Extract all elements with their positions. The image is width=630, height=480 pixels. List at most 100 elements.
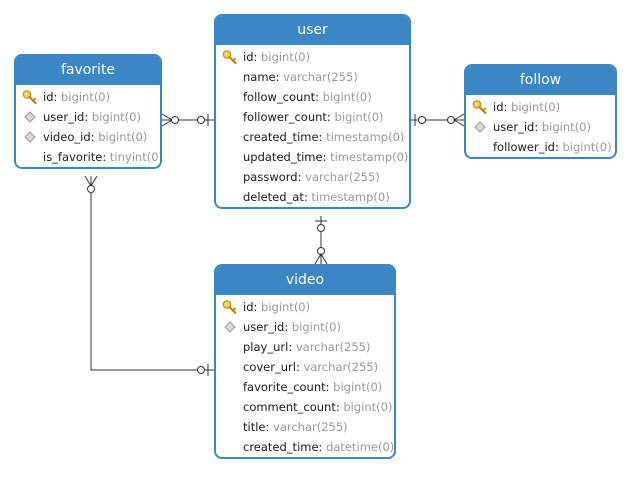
field-row[interactable]: id: bigint(0) (216, 47, 409, 67)
field-name: id (43, 90, 54, 104)
optional-circle (317, 224, 325, 232)
field-type: varchar(255) (283, 70, 358, 84)
field-type: bigint(0) (511, 100, 561, 114)
field-separator: : (284, 320, 292, 334)
field-separator: : (326, 110, 335, 124)
field-type: datetime(0) (326, 440, 395, 454)
field-row[interactable]: created_time: timestamp(0) (216, 127, 409, 147)
field-row[interactable]: user_id: bigint(0) (16, 107, 160, 127)
field-name: follower_id (493, 140, 555, 154)
field-name: comment_count (243, 400, 336, 414)
field-type: varchar(255) (273, 420, 348, 434)
entity-title: favorite (16, 56, 160, 85)
field-type: bigint(0) (61, 90, 111, 104)
field-row[interactable]: name: varchar(255) (216, 67, 409, 87)
field-type: tinyint(0) (109, 150, 162, 164)
field-name: deleted_at (243, 190, 304, 204)
field-type: bigint(0) (261, 50, 311, 64)
field-row[interactable]: video_id: bigint(0) (16, 127, 160, 147)
field-separator: : (288, 340, 296, 354)
field-separator: : (554, 140, 563, 154)
field-type: bigint(0) (541, 120, 591, 134)
field-separator: : (102, 150, 110, 164)
field-separator: : (318, 130, 327, 144)
field-row[interactable]: follower_id: bigint(0) (466, 137, 615, 157)
field-type: varchar(255) (303, 360, 379, 374)
field-separator: : (253, 300, 262, 314)
field-row[interactable]: is_favorite: tinyint(0) (16, 147, 160, 167)
foreign-key-icon (22, 109, 38, 125)
optional-circle (87, 185, 95, 193)
field-row[interactable]: user_id: bigint(0) (216, 317, 394, 337)
field-row[interactable]: deleted_at: timestamp(0) (216, 187, 409, 207)
field-row[interactable]: created_time: datetime(0) (216, 437, 394, 457)
field-type: bigint(0) (261, 300, 311, 314)
optional-circle (317, 247, 325, 255)
entity-fields: id: bigint(0)user_id: bigint(0)follower_… (466, 95, 615, 157)
field-row[interactable]: id: bigint(0) (466, 97, 615, 117)
field-separator: : (318, 440, 327, 454)
field-row[interactable]: title: varchar(255) (216, 417, 394, 437)
field-separator: : (303, 190, 312, 204)
field-row[interactable]: favorite_count: bigint(0) (216, 377, 394, 397)
field-separator: : (503, 100, 512, 114)
field-name: updated_time (243, 150, 323, 164)
field-name: name (243, 70, 276, 84)
field-row[interactable]: id: bigint(0) (16, 87, 160, 107)
field-type: varchar(255) (305, 170, 380, 184)
field-row[interactable]: user_id: bigint(0) (466, 117, 615, 137)
field-type: varchar(255) (295, 340, 371, 354)
field-separator: : (335, 400, 344, 414)
field-row[interactable]: follow_count: bigint(0) (216, 87, 409, 107)
field-name: cover_url (243, 360, 296, 374)
crow-foot-many (453, 113, 465, 127)
foreign-key-icon (222, 319, 238, 335)
field-separator: : (322, 150, 331, 164)
optional-circle (197, 116, 205, 124)
field-type: bigint(0) (343, 400, 393, 414)
field-name: id (243, 50, 254, 64)
primary-key-icon (222, 49, 238, 65)
entity-fields: id: bigint(0)name: varchar(255)follow_co… (216, 45, 409, 207)
primary-key-icon (472, 99, 488, 115)
field-name: title (243, 420, 266, 434)
foreign-key-icon (22, 129, 38, 145)
field-row[interactable]: comment_count: bigint(0) (216, 397, 394, 417)
crow-foot-many (84, 175, 98, 187)
field-row[interactable]: updated_time: timestamp(0) (216, 147, 409, 167)
field-name: video_id (43, 130, 91, 144)
optional-circle (197, 366, 205, 374)
optional-circle (418, 116, 426, 124)
field-row[interactable]: id: bigint(0) (216, 297, 394, 317)
rel-favorite-video-line (90, 176, 214, 371)
field-separator: : (84, 110, 92, 124)
field-separator: : (534, 120, 542, 134)
field-name: created_time (243, 440, 319, 454)
crow-foot-many (161, 113, 173, 127)
entity-title: user (216, 16, 409, 45)
field-name: is_favorite (43, 150, 103, 164)
field-row[interactable]: cover_url: varchar(255) (216, 357, 394, 377)
field-row[interactable]: follower_count: bigint(0) (216, 107, 409, 127)
entity-title: video (216, 266, 394, 295)
field-separator: : (253, 50, 262, 64)
field-name: id (243, 300, 254, 314)
field-name: password (243, 170, 298, 184)
field-type: bigint(0) (291, 320, 341, 334)
field-name: id (493, 100, 504, 114)
field-name: favorite_count (243, 380, 326, 394)
field-type: bigint(0) (322, 90, 372, 104)
optional-circle (171, 116, 179, 124)
field-separator: : (90, 130, 99, 144)
field-row[interactable]: password: varchar(255) (216, 167, 409, 187)
field-name: follow_count (243, 90, 316, 104)
field-name: user_id (43, 110, 85, 124)
field-row[interactable]: play_url: varchar(255) (216, 337, 394, 357)
entity-fields: id: bigint(0)user_id: bigint(0)video_id:… (16, 85, 160, 167)
field-separator: : (315, 90, 323, 104)
